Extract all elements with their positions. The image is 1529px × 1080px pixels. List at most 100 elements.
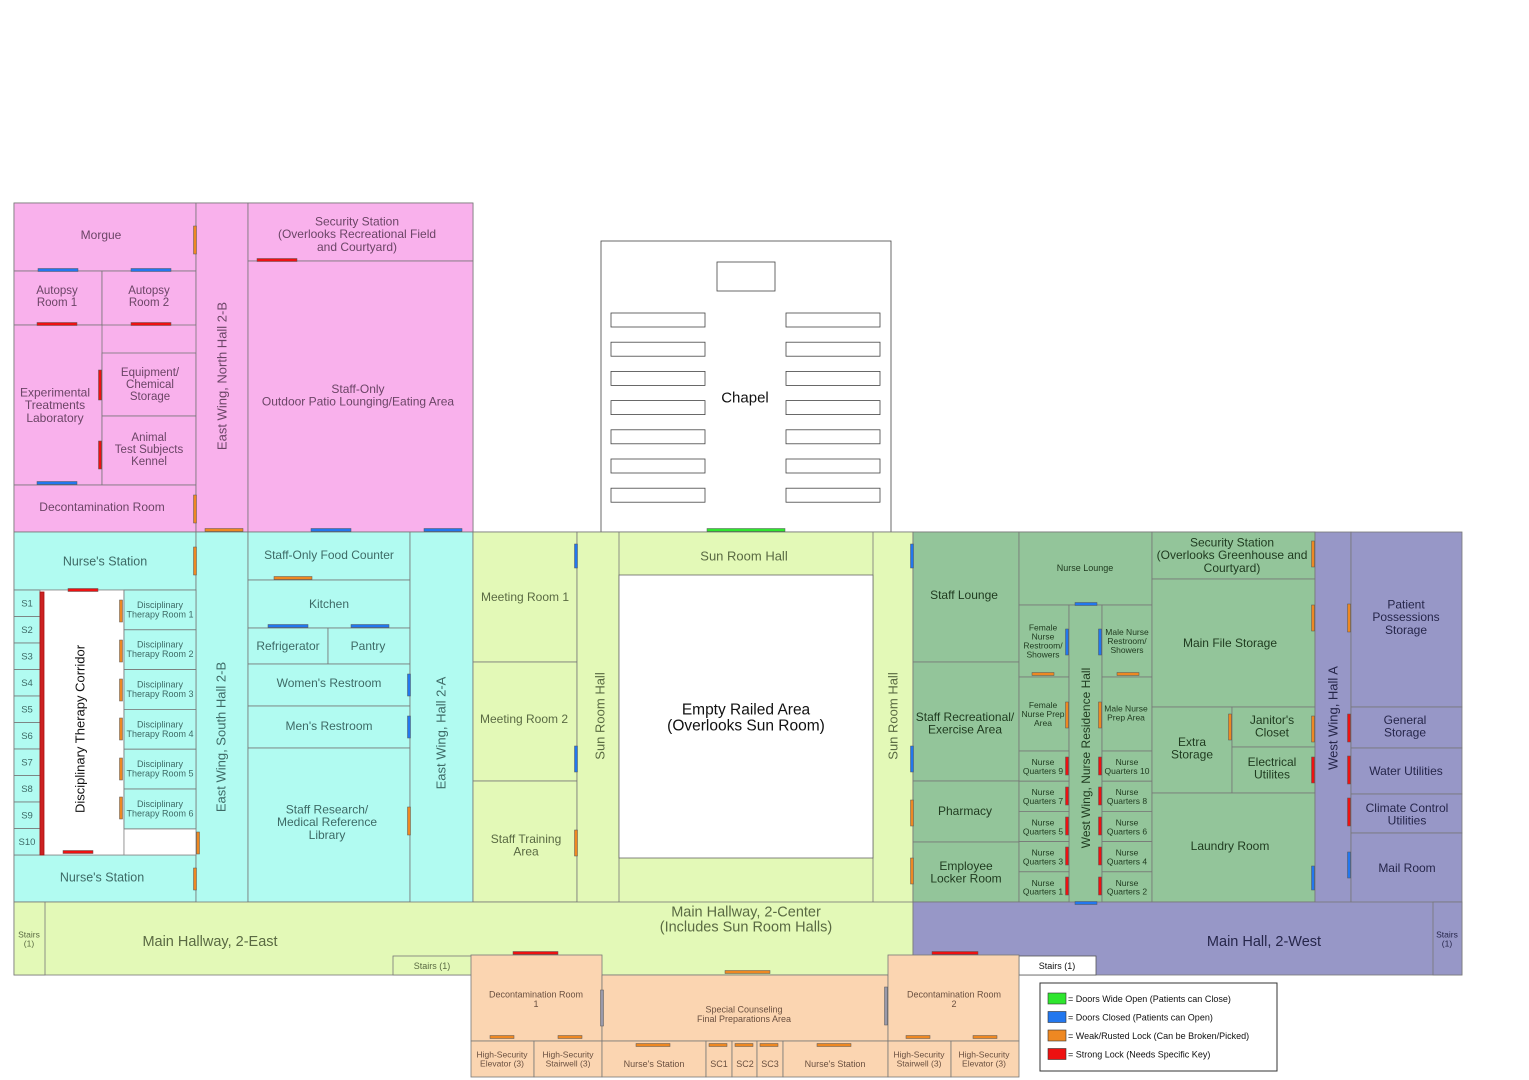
legend-box	[1039, 982, 1278, 1072]
pew-left	[610, 487, 706, 503]
door	[708, 1043, 728, 1047]
water-label: Water Utilities	[1369, 764, 1443, 778]
legend-label: = Weak/Rusted Lock (Can be Broken/Picked…	[1068, 1031, 1249, 1041]
door	[1116, 672, 1140, 676]
pantry-label: Pantry	[351, 639, 386, 653]
door	[1347, 713, 1351, 743]
door	[193, 546, 197, 576]
door	[193, 225, 197, 255]
stairs-east	[13, 901, 46, 976]
library	[247, 747, 411, 903]
door	[905, 1035, 931, 1039]
south-hall-label: East Wing, South Hall 2-B	[214, 662, 229, 812]
door	[1098, 846, 1102, 866]
empty-railed	[618, 574, 874, 859]
nurse-quarters	[1101, 871, 1153, 903]
experimental-lab	[13, 324, 103, 486]
door	[1098, 786, 1102, 806]
pew-right	[785, 370, 881, 386]
door	[574, 829, 578, 857]
north-hall-label: East Wing, North Hall 2-B	[215, 302, 230, 450]
door	[557, 1035, 583, 1039]
security-east-label: Security Station(Overlooks Recreational …	[278, 215, 436, 254]
sun-right-label: Sun Room Hall	[886, 672, 901, 760]
door	[119, 639, 123, 663]
patient-possessions	[1350, 531, 1463, 708]
sc1	[705, 1040, 733, 1078]
stairs-west	[1432, 901, 1463, 976]
special-counseling	[601, 974, 889, 1042]
morgue	[13, 202, 197, 272]
door	[1065, 756, 1069, 776]
door	[119, 678, 123, 702]
staff-training	[472, 780, 578, 903]
refrigerator-label: Refrigerator	[256, 639, 319, 653]
autopsy-room-2	[101, 270, 197, 326]
door	[759, 1043, 779, 1047]
door	[1347, 797, 1351, 827]
cell-label-1: S1	[21, 598, 33, 609]
pharmacy-label: Pharmacy	[938, 804, 992, 818]
main-hall-center-label: Main Hallway, 2-Center(Includes Sun Room…	[660, 904, 832, 935]
isolation-cell	[13, 669, 41, 697]
kitchen-label: Kitchen	[309, 597, 349, 611]
door	[36, 322, 78, 326]
nurse-quarters	[1101, 750, 1153, 782]
security-east	[247, 202, 474, 262]
decon-east-label: Decontamination Room	[39, 500, 164, 514]
door	[1074, 602, 1098, 606]
legend-label: = Doors Wide Open (Patients can Close)	[1068, 994, 1231, 1004]
legend-label: = Strong Lock (Needs Specific Key)	[1068, 1050, 1210, 1060]
pew-left	[610, 400, 706, 416]
patio	[247, 260, 474, 533]
pharmacy	[912, 780, 1020, 843]
laundry-label: Laundry Room	[1191, 839, 1270, 853]
hall-a-label: West Wing, Hall A	[1326, 666, 1341, 770]
door	[1347, 755, 1351, 785]
nurse-station-s2	[782, 1040, 889, 1078]
staff-rec-label: Staff Recreational/Exercise Area	[916, 710, 1015, 737]
security-west	[1151, 531, 1316, 580]
door	[67, 588, 99, 592]
female-prep	[1018, 676, 1070, 752]
pew-left	[610, 312, 706, 328]
water-utilities	[1350, 747, 1463, 795]
sc1-label: SC1	[710, 1059, 728, 1069]
door	[574, 543, 578, 569]
pew-right	[785, 458, 881, 474]
mens-restroom-label: Men's Restroom	[286, 719, 373, 733]
main-file-label: Main File Storage	[1183, 636, 1277, 650]
womens-restroom	[247, 663, 411, 707]
door	[1311, 540, 1315, 568]
residence-hall-label: West Wing, Nurse Residence Hall	[1079, 668, 1093, 849]
legend-swatch	[1047, 992, 1067, 1005]
sc3	[756, 1040, 784, 1078]
nurse-quarters	[1018, 780, 1070, 812]
pew-left	[610, 429, 706, 445]
door	[884, 986, 888, 1026]
corridor-lower	[123, 828, 197, 856]
nurse-quarters	[1101, 780, 1153, 812]
door	[98, 369, 102, 401]
hs-elevator-left	[470, 1040, 535, 1078]
door	[489, 1035, 515, 1039]
therapy-room	[123, 669, 197, 710]
therapy-room	[123, 788, 197, 830]
door	[734, 1043, 754, 1047]
